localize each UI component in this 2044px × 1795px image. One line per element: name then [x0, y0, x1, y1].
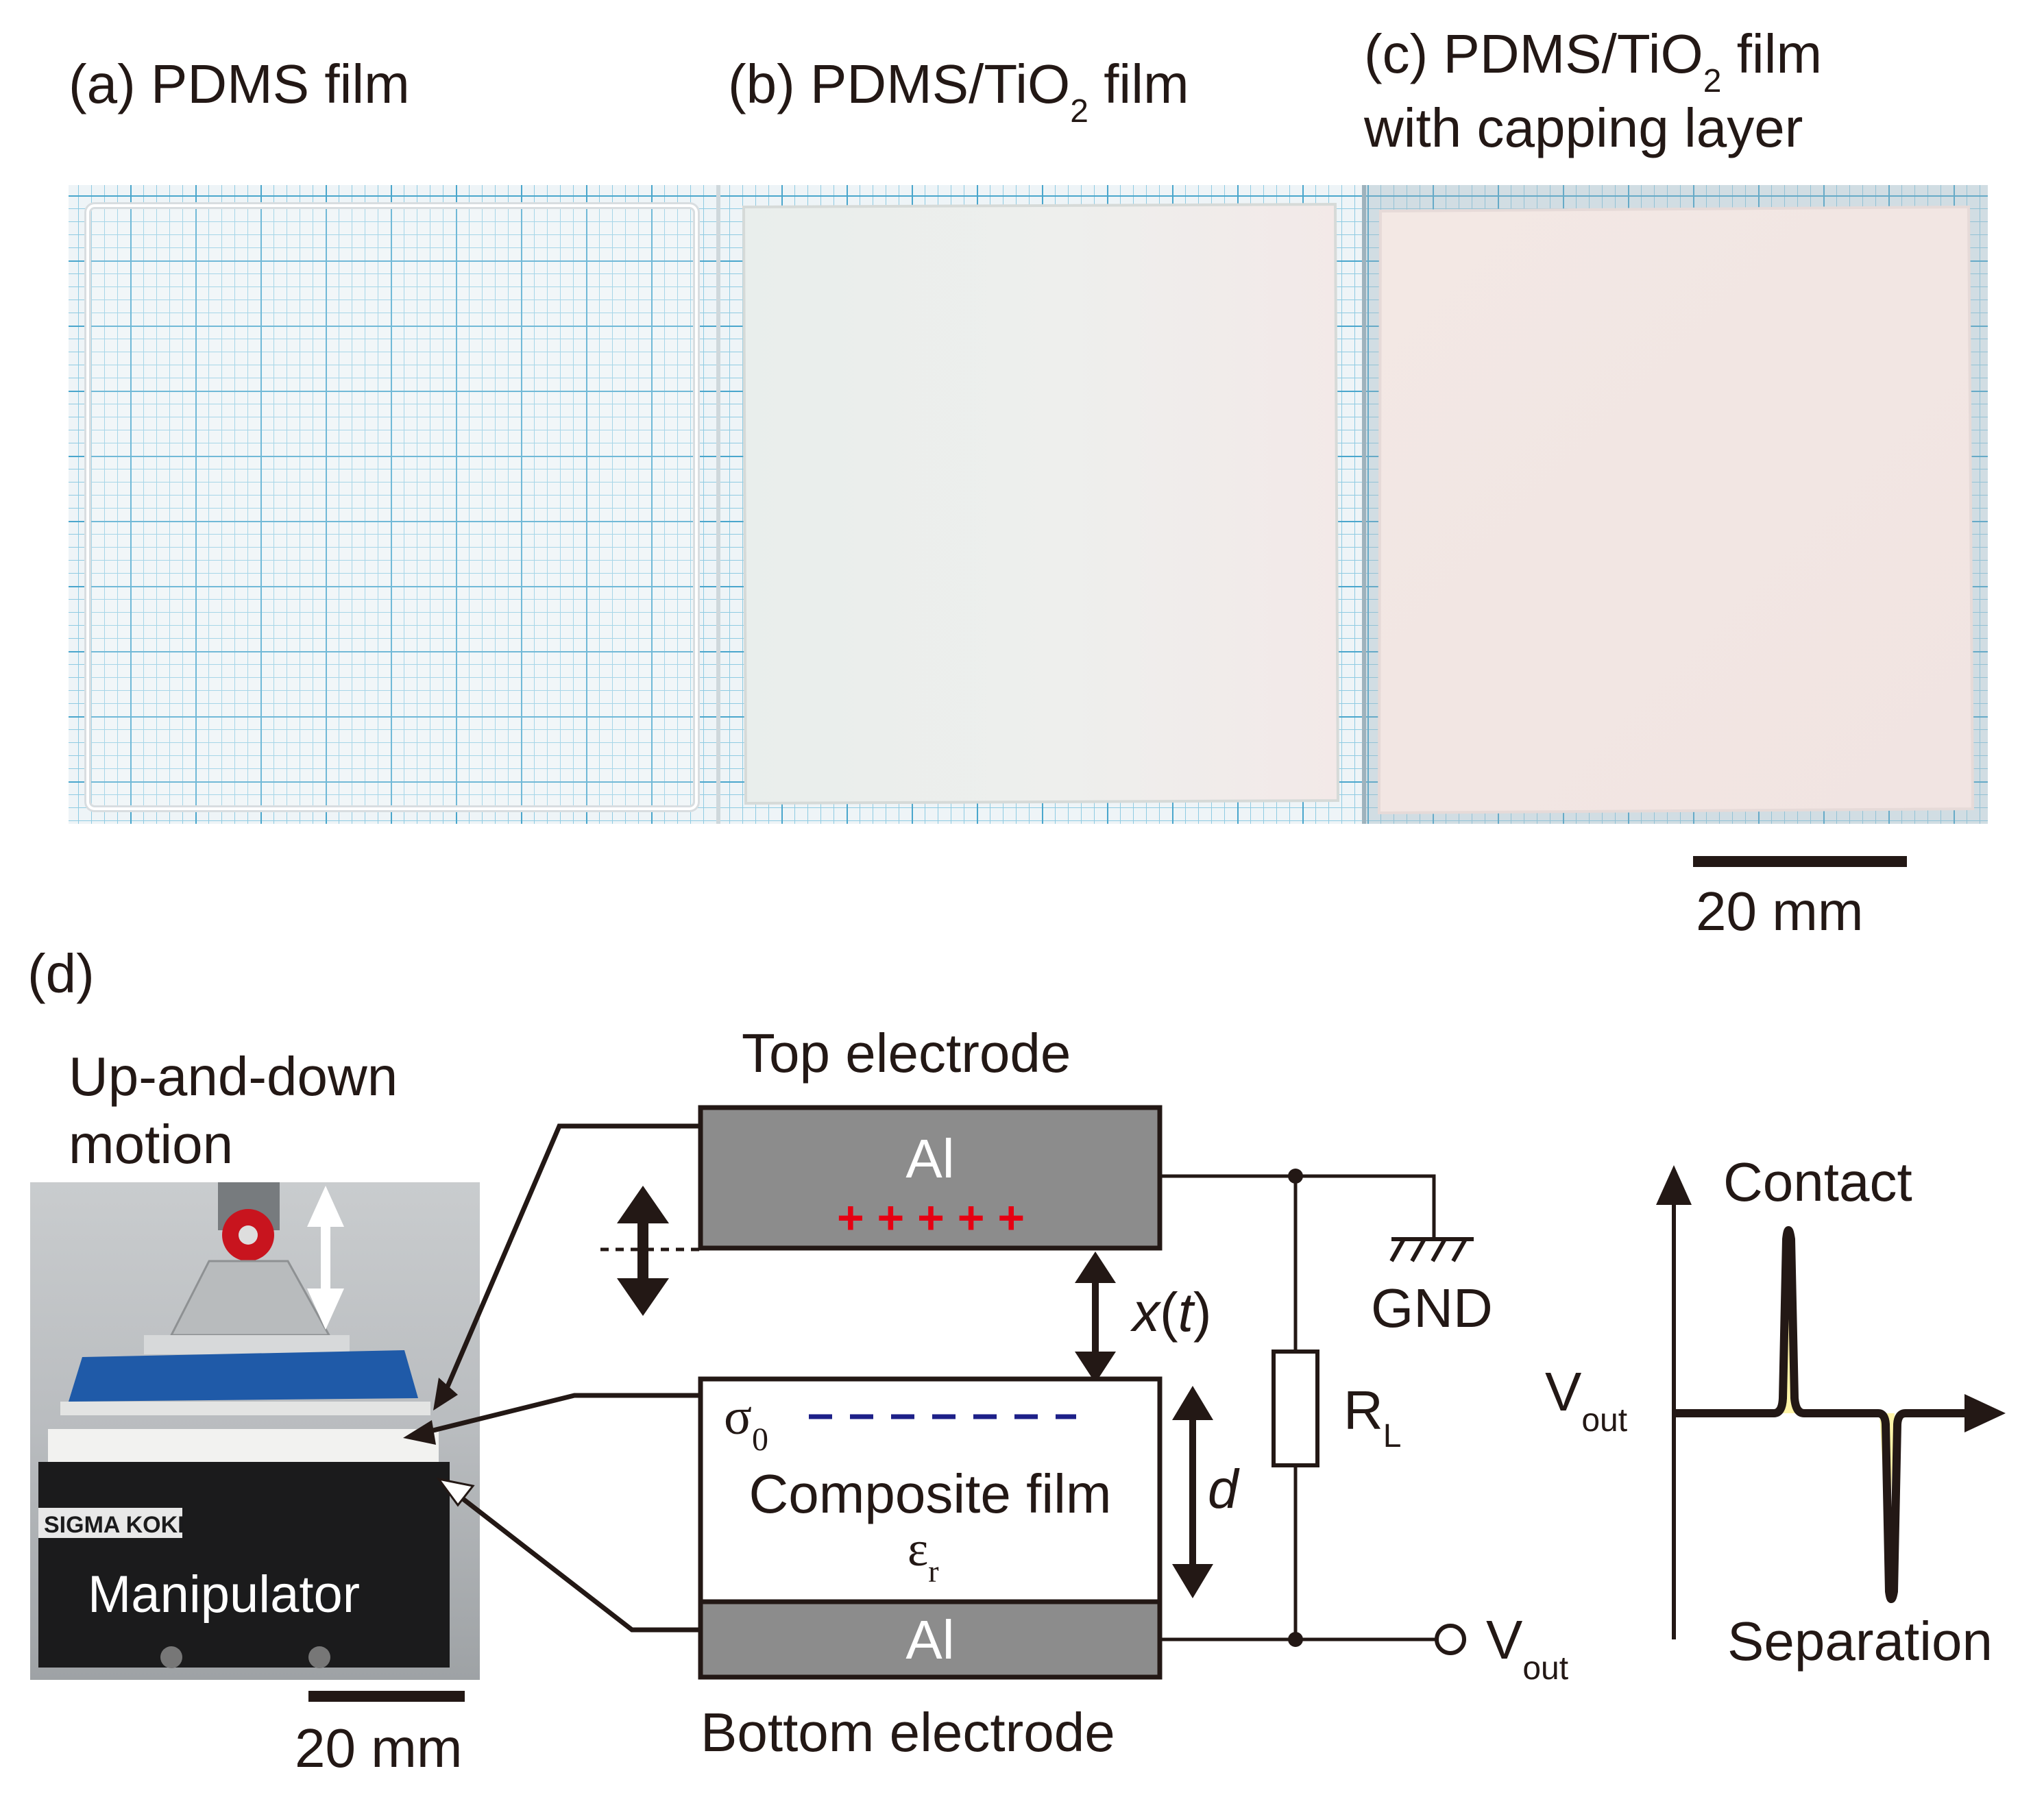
- composite-film: [698, 1376, 1163, 1604]
- panel-d-label: (d): [27, 943, 95, 1004]
- pdms-tio2-film: [742, 202, 1340, 805]
- sigma-label: σ0: [724, 1388, 768, 1458]
- setup-photo: SIGMA KOKI Manipulator: [30, 1182, 480, 1680]
- bottom-al-label: Al: [905, 1609, 954, 1670]
- top-electrode: [698, 1105, 1163, 1251]
- positive-charges: + + + + +: [837, 1192, 1025, 1244]
- motion-label-line2: motion: [69, 1114, 233, 1175]
- thickness-arrow: [1172, 1386, 1213, 1598]
- capped-film: [1377, 205, 1975, 815]
- photo-up-down-arrow-icon: [307, 1186, 344, 1330]
- top-electrode-label: Top electrode: [742, 1023, 1071, 1084]
- motion-label-line1: Up-and-down: [69, 1046, 398, 1107]
- contact-label: Contact: [1723, 1151, 1912, 1212]
- vout-terminal: [1435, 1624, 1466, 1655]
- scale-bar-top: [1693, 856, 1907, 867]
- manipulator-label: Manipulator: [88, 1565, 360, 1624]
- motion-arrow-icon: [617, 1186, 669, 1316]
- panel-c-label-line2: with capping layer: [1363, 97, 1803, 158]
- gap-arrow: [1075, 1251, 1116, 1383]
- permittivity-label: εr: [908, 1522, 939, 1589]
- panel-a-label: (a) PDMS film: [69, 53, 410, 114]
- film-photo-strip: [69, 185, 1988, 824]
- panel-c-label-line1: (c) PDMS/TiO2 film: [1364, 23, 1822, 99]
- scale-bar-top-label: 20 mm: [1696, 881, 1864, 942]
- gap-label: x(t): [1130, 1282, 1212, 1343]
- output-waveform: [1656, 1165, 2006, 1639]
- ground-icon: [1389, 1237, 1474, 1262]
- pdms-film: [84, 202, 700, 812]
- bottom-electrode-label: Bottom electrode: [701, 1702, 1115, 1763]
- composite-film-label: Composite film: [749, 1463, 1111, 1524]
- top-al-label: Al: [905, 1128, 954, 1189]
- pulse-trace: [1674, 1226, 1971, 1603]
- load-resistor: [1272, 1350, 1319, 1467]
- thickness-label: d: [1208, 1458, 1240, 1519]
- photo-brand-label: SIGMA KOKI: [44, 1512, 184, 1538]
- panel-b-label: (b) PDMS/TiO2 film: [728, 53, 1189, 130]
- rl-label: RL: [1343, 1380, 1401, 1454]
- pointer-lines: [424, 1123, 699, 1633]
- gnd-label: GND: [1371, 1278, 1493, 1339]
- scale-bar-photo-label: 20 mm: [295, 1718, 463, 1779]
- vout-label: Vout: [1486, 1609, 1568, 1687]
- separation-label: Separation: [1727, 1611, 1993, 1672]
- plot-vout-label: Vout: [1545, 1361, 1627, 1439]
- scale-bar-photo: [308, 1691, 465, 1702]
